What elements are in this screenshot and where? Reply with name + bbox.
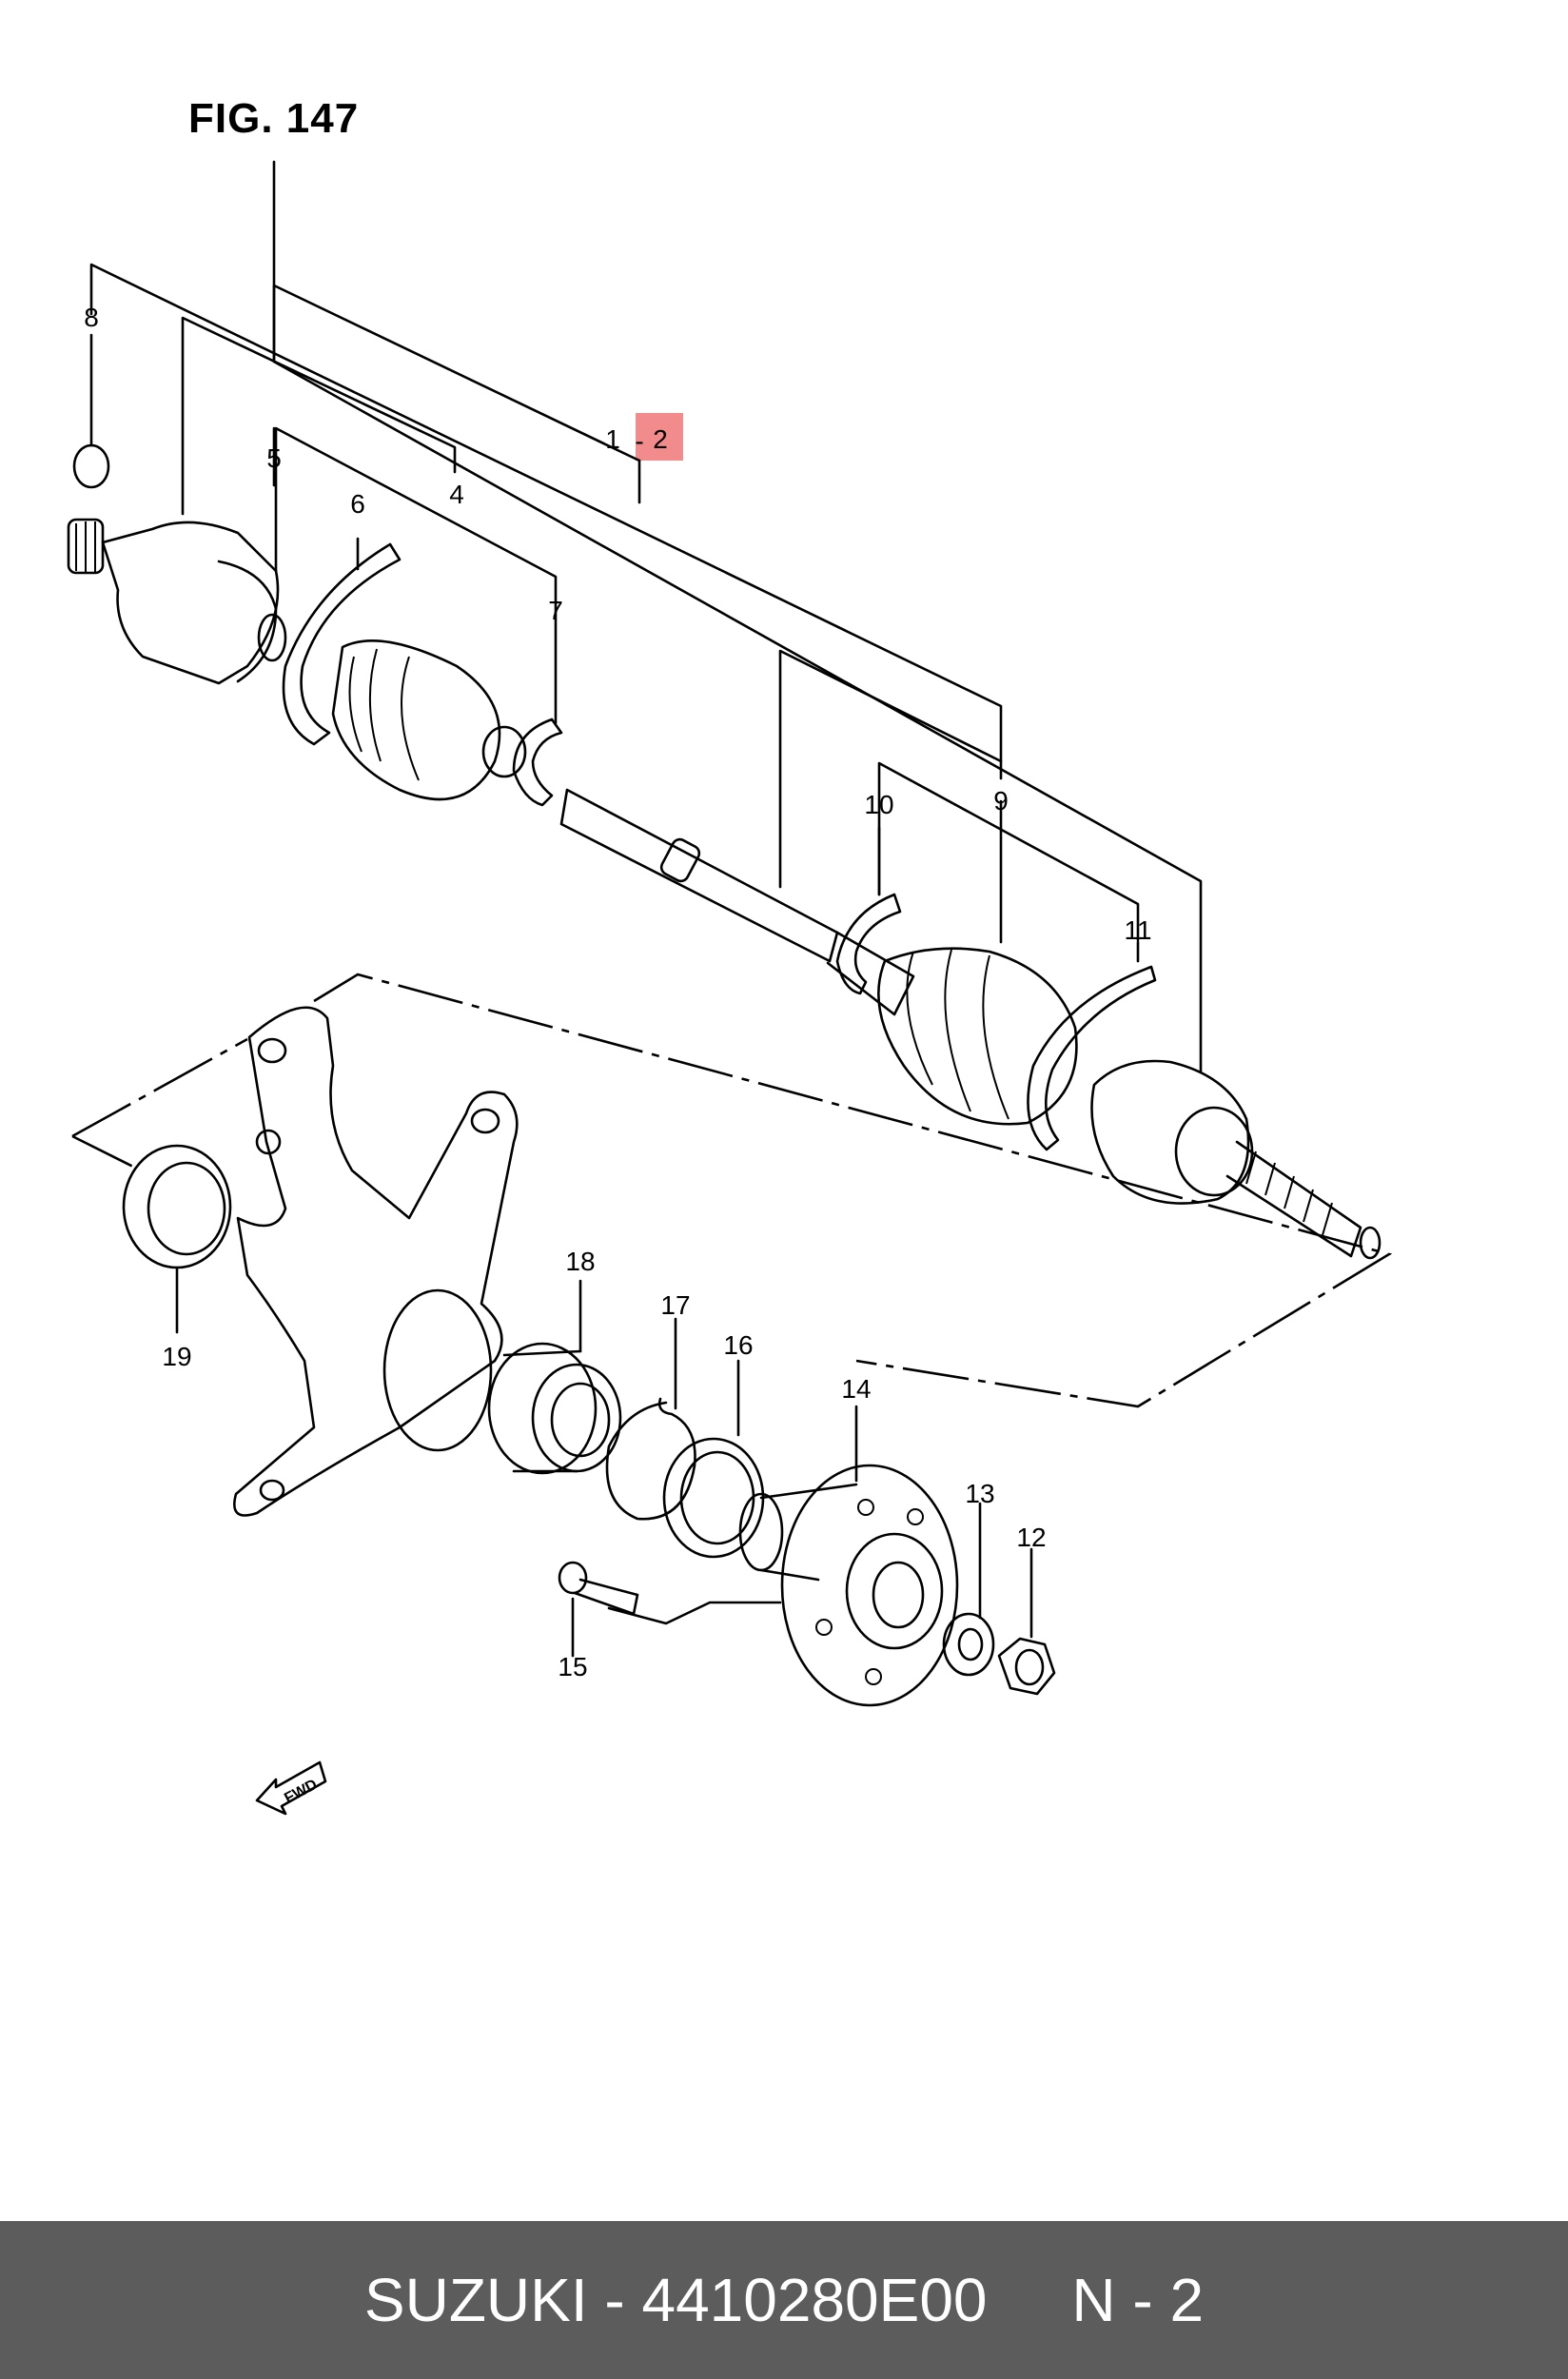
boot-clamp-11 (1027, 965, 1157, 1151)
callout-11: 11 (1124, 915, 1152, 945)
callout-15: 15 (558, 1652, 588, 1681)
outer-cv-joint (1090, 1059, 1382, 1260)
callout-1-separator: - (635, 426, 644, 456)
callout-18: 18 (565, 1247, 596, 1276)
callout-2: 2 (653, 424, 668, 454)
snap-ring-8 (72, 443, 110, 489)
part-number-caption: SUZUKI - 4410280E00 N - 2 (363, 2266, 1205, 2334)
exploded-parts-diagram: FWD (67, 160, 1393, 1816)
wheel-bearing-18 (487, 1342, 622, 1475)
boot-clamp-7 (512, 718, 563, 807)
callout-13: 13 (965, 1479, 995, 1508)
boot-clamp-inner (282, 542, 402, 746)
callout-10: 10 (864, 790, 894, 819)
figure-title: FIG. 147 (188, 95, 360, 142)
circlip-17 (605, 1397, 696, 1521)
outer-boot (877, 947, 1078, 1126)
callout-19: 19 (162, 1342, 192, 1371)
callout-12: 12 (1016, 1523, 1047, 1552)
seal-16 (662, 1437, 765, 1559)
inner-boot (331, 639, 527, 801)
callout-17: 17 (660, 1290, 691, 1320)
knuckle-enclosure-dashed (71, 973, 1393, 1408)
fwd-arrow-icon: FWD (255, 1760, 327, 1816)
oil-seal-19 (122, 1144, 232, 1269)
steering-knuckle (233, 1006, 519, 1517)
callout-16: 16 (723, 1330, 754, 1360)
callout-9: 9 (993, 786, 1009, 816)
washer-13 (942, 1612, 995, 1677)
callout-1: 1 (605, 424, 620, 454)
callout-4: 4 (449, 480, 464, 509)
inner-cv-joint (67, 518, 287, 685)
callout-8: 8 (84, 303, 99, 332)
callout-6: 6 (350, 489, 365, 519)
nut-12 (997, 1637, 1056, 1696)
axle-shaft (559, 788, 915, 1016)
footer-bar: SUZUKI - 4410280E00 N - 2 (0, 2221, 1568, 2379)
leader-lines (89, 160, 1203, 1658)
callout-14: 14 (841, 1374, 872, 1404)
boot-clamp-10 (835, 893, 902, 995)
callout-5: 5 (266, 443, 282, 473)
hub-bolt-15 (558, 1561, 639, 1616)
part-highlight (636, 413, 683, 461)
wheel-hub-14 (738, 1464, 959, 1707)
callout-7: 7 (548, 596, 563, 625)
